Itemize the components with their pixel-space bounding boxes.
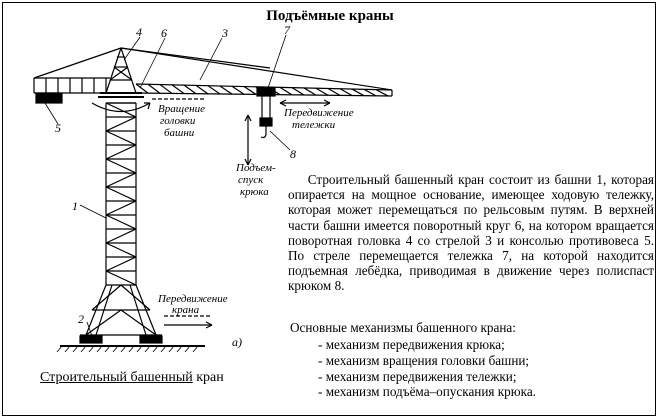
jib bbox=[135, 83, 393, 97]
list-item: механизм передвижения тележки; bbox=[318, 369, 536, 385]
rail-bogies bbox=[56, 335, 205, 353]
leader-lines bbox=[44, 34, 291, 337]
mechanisms-list: механизм передвижения крюка; механизм вр… bbox=[318, 337, 536, 400]
description-text: Строительный башенный кран состоит из ба… bbox=[288, 172, 654, 294]
label-num-3: 3 bbox=[221, 26, 228, 40]
label-num-6: 6 bbox=[161, 26, 167, 40]
list-item: механизм передвижения крюка; bbox=[318, 337, 536, 353]
label-num-4: 4 bbox=[136, 25, 142, 39]
label-crane-move-2: крана bbox=[172, 304, 200, 316]
motion-arrows bbox=[91, 98, 331, 329]
label-hoist-3: крюка bbox=[240, 186, 269, 198]
page-frame bbox=[2, 2, 656, 416]
label-num-7: 7 bbox=[284, 23, 291, 37]
label-num-5: 5 bbox=[55, 121, 61, 135]
mechanisms-title: Основные механизмы башенного крана: bbox=[290, 320, 516, 335]
label-figure-letter: а) bbox=[232, 335, 242, 349]
caption-rest: кран bbox=[192, 370, 224, 385]
label-trolley-1: Передвижение bbox=[283, 107, 354, 119]
page-title: Подъёмные краны bbox=[266, 8, 394, 24]
portal-base bbox=[80, 284, 162, 336]
tower-head bbox=[33, 47, 393, 98]
label-crane-move-1: Передвижение bbox=[157, 293, 228, 305]
label-hoist-2: спуск bbox=[238, 174, 264, 186]
label-rotation-1: Вращение bbox=[158, 103, 205, 115]
label-rotation-3: башни bbox=[164, 127, 195, 139]
label-num-1: 1 bbox=[72, 199, 78, 213]
list-item: механизм подъёма–опускания крюка. bbox=[318, 384, 536, 400]
label-num-8: 8 bbox=[290, 147, 296, 161]
label-trolley-2: тележки bbox=[292, 119, 336, 131]
tower bbox=[105, 102, 137, 286]
label-hoist-1: Подъем- bbox=[235, 162, 276, 174]
label-num-2: 2 bbox=[78, 312, 84, 326]
caption-underlined: Строительный башенный bbox=[40, 370, 193, 385]
label-rotation-2: головки bbox=[160, 115, 196, 127]
figure-caption: Строительный башенный кран bbox=[40, 370, 224, 386]
list-item: механизм вращения головки башни; bbox=[318, 353, 536, 369]
trolley-hook bbox=[256, 87, 276, 139]
counter-jib bbox=[33, 77, 110, 104]
